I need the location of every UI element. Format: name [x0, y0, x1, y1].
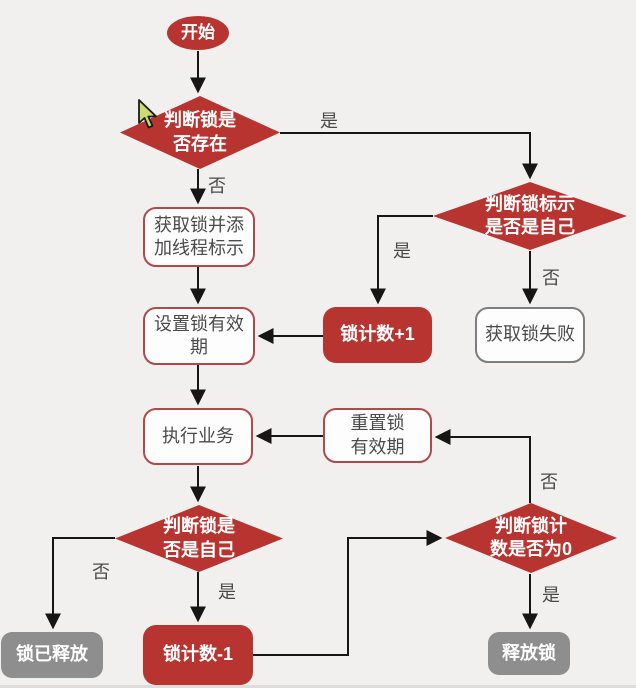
mouse-cursor-icon [138, 99, 157, 129]
node-check-lock-is-self-label: 判断锁是 否是自己 [163, 516, 235, 560]
edge-label-self-yes: 是 [218, 582, 236, 602]
node-exec-business-label: 执行业务 [162, 425, 234, 446]
node-lock-released: 锁已释放 [1, 632, 103, 678]
node-check-lock-exists: 判断锁是 否存在 [120, 96, 280, 169]
node-lock-count-dec: 锁计数-1 [143, 625, 253, 685]
node-check-owner-mark: 判断锁标示 是否是自己 [433, 182, 627, 250]
node-lock-released-label: 锁已释放 [16, 644, 88, 665]
node-reset-lock-expiry: 重置锁 有效期 [323, 408, 432, 463]
connector-mark-yes [370, 215, 433, 305]
node-lock-count-dec-label: 锁计数-1 [162, 644, 233, 665]
node-check-count-zero-label: 判断锁计 数是否为0 [489, 515, 572, 559]
connector-dec-to-check-zero [253, 530, 443, 656]
node-start-label: 开始 [181, 23, 215, 43]
node-check-owner-mark-label: 判断锁标示 是否是自己 [485, 193, 575, 237]
node-acquire-lock: 获取锁并添 加线程标示 [143, 207, 255, 267]
edge-label-zero-yes: 是 [542, 585, 560, 605]
node-acquire-failed: 获取锁失败 [475, 307, 585, 363]
node-release-lock-label: 释放锁 [502, 642, 556, 663]
node-release-lock: 释放锁 [488, 632, 570, 675]
node-acquire-failed-label: 获取锁失败 [485, 324, 575, 345]
node-check-lock-exists-label: 判断锁是 否存在 [164, 110, 236, 154]
connector-zero-no [434, 429, 531, 503]
edge-label-zero-no: 否 [540, 472, 558, 492]
node-start: 开始 [167, 16, 229, 50]
node-check-count-zero: 判断锁计 数是否为0 [445, 503, 617, 573]
edge-label-mark-yes: 是 [393, 241, 411, 261]
node-acquire-lock-label: 获取锁并添 加线程标示 [154, 214, 244, 258]
edge-label-mark-no: 否 [542, 268, 560, 288]
node-set-lock-expiry-label: 设置锁有效 期 [154, 313, 244, 357]
node-exec-business: 执行业务 [143, 408, 253, 465]
node-check-lock-is-self: 判断锁是 否是自己 [115, 505, 283, 572]
node-lock-count-inc: 锁计数+1 [323, 307, 432, 363]
connector-self-no [45, 537, 115, 630]
edge-label-exists-yes: 是 [320, 111, 338, 131]
node-lock-count-inc-label: 锁计数+1 [340, 324, 415, 345]
connector-exists-yes [280, 132, 538, 180]
edge-label-self-no: 否 [92, 562, 110, 582]
bottom-edge-strip [0, 685, 636, 688]
edge-label-exists-no: 否 [208, 176, 226, 196]
node-set-lock-expiry: 设置锁有效 期 [143, 307, 255, 365]
node-reset-lock-expiry-label: 重置锁 有效期 [350, 413, 405, 457]
